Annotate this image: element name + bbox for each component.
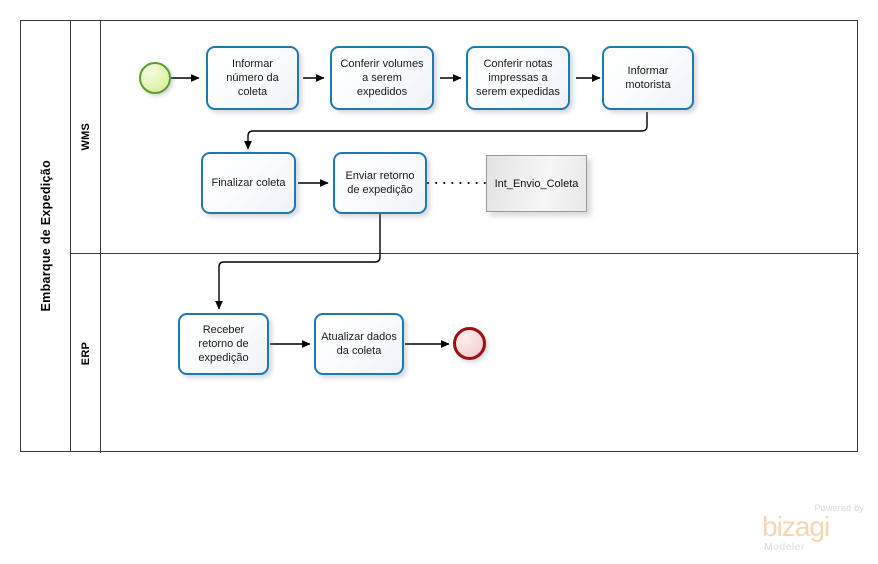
data-object-label: Int_Envio_Coleta — [494, 177, 579, 190]
task-enviar-retorno-de-expedicao[interactable]: Enviar retorno de expedição — [333, 152, 427, 214]
task-receber-retorno-de-expedicao[interactable]: Receber retorno de expedição — [178, 313, 269, 375]
pool-header[interactable]: Embarque de Expedição — [21, 21, 71, 451]
data-object-int-envio-coleta[interactable]: Int_Envio_Coleta — [486, 155, 587, 212]
watermark-product: Modeler — [764, 541, 805, 553]
task-label: Conferir notas impressas a serem expedid… — [476, 58, 560, 98]
watermark-powered-by: Powered by — [814, 503, 864, 513]
lane-header-wms[interactable]: WMS — [71, 21, 101, 253]
task-label: Conferir volumes a serem expedidos — [340, 58, 424, 98]
task-label: Receber retorno de expedição — [198, 324, 249, 364]
end-event[interactable] — [453, 327, 486, 360]
task-label: Informar motorista — [625, 65, 671, 91]
task-label: Enviar retorno de expedição — [345, 170, 415, 196]
task-conferir-volumes-a-serem-expedidos[interactable]: Conferir volumes a serem expedidos — [330, 46, 434, 110]
task-conferir-notas-impressas-a-serem-expedidas[interactable]: Conferir notas impressas a serem expedid… — [466, 46, 570, 110]
task-label: Atualizar dados da coleta — [321, 331, 397, 357]
task-informar-numero-da-coleta[interactable]: Informar número da coleta — [206, 46, 299, 110]
lane-erp[interactable]: ERP — [71, 254, 859, 453]
lane-header-erp[interactable]: ERP — [71, 254, 101, 453]
watermark-brand: bizagi — [762, 511, 830, 542]
flow-enviar-retorno-to-receber-retorno[interactable] — [215, 214, 381, 310]
start-event[interactable] — [139, 62, 171, 94]
task-informar-motorista[interactable]: Informar motorista — [602, 46, 694, 110]
task-label: Informar número da coleta — [226, 58, 279, 98]
bizagi-watermark: Powered by bizagi Modeler — [762, 503, 866, 555]
flow-informar-motorista-to-finalizar-coleta[interactable] — [244, 112, 648, 150]
lane-wms[interactable]: WMS — [71, 21, 859, 254]
task-finalizar-coleta[interactable]: Finalizar coleta — [201, 152, 296, 214]
task-label: Finalizar coleta — [211, 177, 286, 189]
task-atualizar-dados-da-coleta[interactable]: Atualizar dados da coleta — [314, 313, 404, 375]
